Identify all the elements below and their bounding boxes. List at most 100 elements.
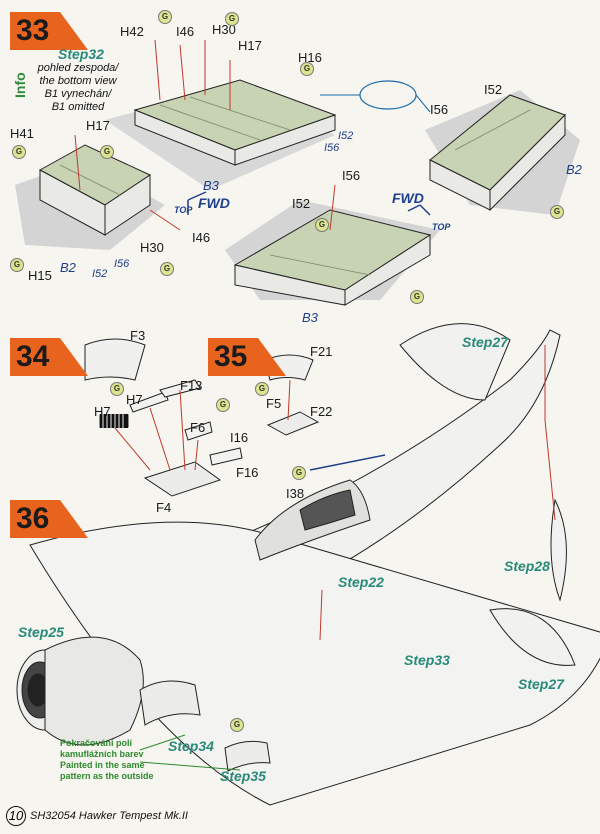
- oval-pointer: [359, 80, 417, 110]
- ref-step22: Step22: [338, 574, 384, 590]
- part-label: I56: [342, 168, 361, 183]
- fwd-arrow-33b: [407, 204, 431, 216]
- part-label: B2: [566, 162, 582, 177]
- red-guide-lines-34: [114, 389, 199, 471]
- wheel-well-doors: [139, 680, 271, 772]
- step-36-flag: 36: [10, 500, 88, 538]
- panel-f4: [143, 461, 222, 497]
- rudder-step28: [550, 498, 567, 602]
- part-label: H17: [86, 118, 110, 133]
- part-label: I52: [338, 130, 354, 142]
- part-label: I46: [176, 24, 195, 39]
- part-label: I56: [114, 258, 130, 270]
- glue-marker: G: [315, 218, 329, 232]
- part-label: I38: [286, 486, 305, 501]
- glue-marker: G: [158, 10, 172, 24]
- tailplane-right: [489, 608, 576, 666]
- part-label: F6: [190, 420, 206, 435]
- part-label: B2: [60, 260, 76, 275]
- part-label: H7: [126, 392, 143, 407]
- ref-step35: Step35: [220, 768, 266, 784]
- part-label: H30: [140, 240, 164, 255]
- step-36-number: 36: [16, 502, 50, 535]
- part-label: I52: [292, 196, 311, 211]
- part-label: I56: [324, 142, 340, 154]
- glue-marker: G: [160, 262, 174, 276]
- canopy-panel-f3: [84, 338, 146, 381]
- note-line: B1 omitted: [51, 101, 105, 113]
- info-label: Info: [12, 72, 28, 98]
- footer-caption: SH32054 Hawker Tempest Mk.II: [30, 810, 188, 822]
- note-line: the bottom view: [39, 75, 117, 87]
- glue-marker: G: [216, 398, 230, 412]
- ref-step27-b: Step27: [518, 676, 564, 692]
- part-label: H7: [94, 404, 111, 419]
- fwd-label-a: FWD: [198, 195, 230, 211]
- ref-step28: Step28: [504, 558, 550, 574]
- panel-f22: [266, 411, 320, 436]
- note-line: pohled zespoda/: [37, 62, 119, 74]
- step-33-ref: Step32: [58, 46, 104, 62]
- part-label: B3: [203, 178, 219, 193]
- glue-marker: G: [100, 145, 114, 159]
- part-label: I52: [92, 268, 108, 280]
- part-label: F22: [310, 404, 333, 419]
- paint-note: Pokračování polí kamuflážních barev Pain…: [60, 738, 154, 782]
- red-guide-35: [287, 379, 291, 421]
- paint-note-line: Painted in the same: [60, 760, 145, 770]
- glue-marker: G: [225, 12, 239, 26]
- page-number: 10: [6, 806, 26, 826]
- fwd-arrow-33a: [187, 191, 207, 215]
- engine-step25: [16, 636, 144, 746]
- step-33-note: pohled zespoda/ the bottom view B1 vynec…: [28, 62, 128, 114]
- ref-step33: Step33: [404, 652, 450, 668]
- paint-note-line: Pokračování polí: [60, 738, 133, 748]
- glue-marker: G: [300, 62, 314, 76]
- step-35-number: 35: [214, 340, 248, 373]
- top-label-a: TOP: [174, 205, 193, 215]
- step-34-flag: 34: [10, 338, 88, 376]
- paint-note-line: kamuflážních barev: [60, 749, 144, 759]
- grille-h7: [100, 414, 128, 428]
- paint-note-leaders: [139, 734, 241, 771]
- step-33-flag: 33: [10, 12, 88, 50]
- part-label: H42: [120, 24, 144, 39]
- glue-marker: G: [292, 466, 306, 480]
- glue-marker: G: [110, 382, 124, 396]
- fwd-label-b: FWD: [392, 190, 424, 206]
- part-label: F13: [180, 378, 203, 393]
- part-label: F4: [156, 500, 172, 515]
- part-label: B3: [302, 310, 318, 325]
- paint-note-line: pattern as the outside: [60, 771, 154, 781]
- step-35-flag: 35: [208, 338, 286, 376]
- glue-marker: G: [410, 290, 424, 304]
- tailplane: [399, 323, 511, 401]
- ref-step27-a: Step27: [462, 334, 508, 350]
- antenna-i38: [309, 454, 386, 471]
- glue-marker: G: [550, 205, 564, 219]
- step-34-number: 34: [16, 340, 50, 373]
- step-33-number: 33: [16, 14, 50, 47]
- part-label: I46: [192, 230, 211, 245]
- cockpit-opening: [254, 479, 371, 561]
- ref-step25: Step25: [18, 624, 64, 640]
- part-label: H16: [298, 50, 322, 65]
- glue-marker: G: [12, 145, 26, 159]
- part-label: F5: [266, 396, 282, 411]
- part-label: H17: [238, 38, 262, 53]
- part-label: I16: [230, 430, 249, 445]
- part-label: F21: [310, 344, 333, 359]
- glue-marker: G: [255, 382, 269, 396]
- part-label: I52: [484, 82, 503, 97]
- part-label: F3: [130, 328, 146, 343]
- top-label-b: TOP: [432, 222, 451, 232]
- part-label: H41: [10, 126, 34, 141]
- part-label: I56: [430, 102, 449, 117]
- glue-marker: G: [230, 718, 244, 732]
- cockpit-tub-left: [38, 144, 152, 236]
- part-label: H15: [28, 268, 52, 283]
- ref-step34: Step34: [168, 738, 214, 754]
- cockpit-tub-right: [429, 94, 566, 212]
- red-guide-lines-33: [74, 39, 336, 231]
